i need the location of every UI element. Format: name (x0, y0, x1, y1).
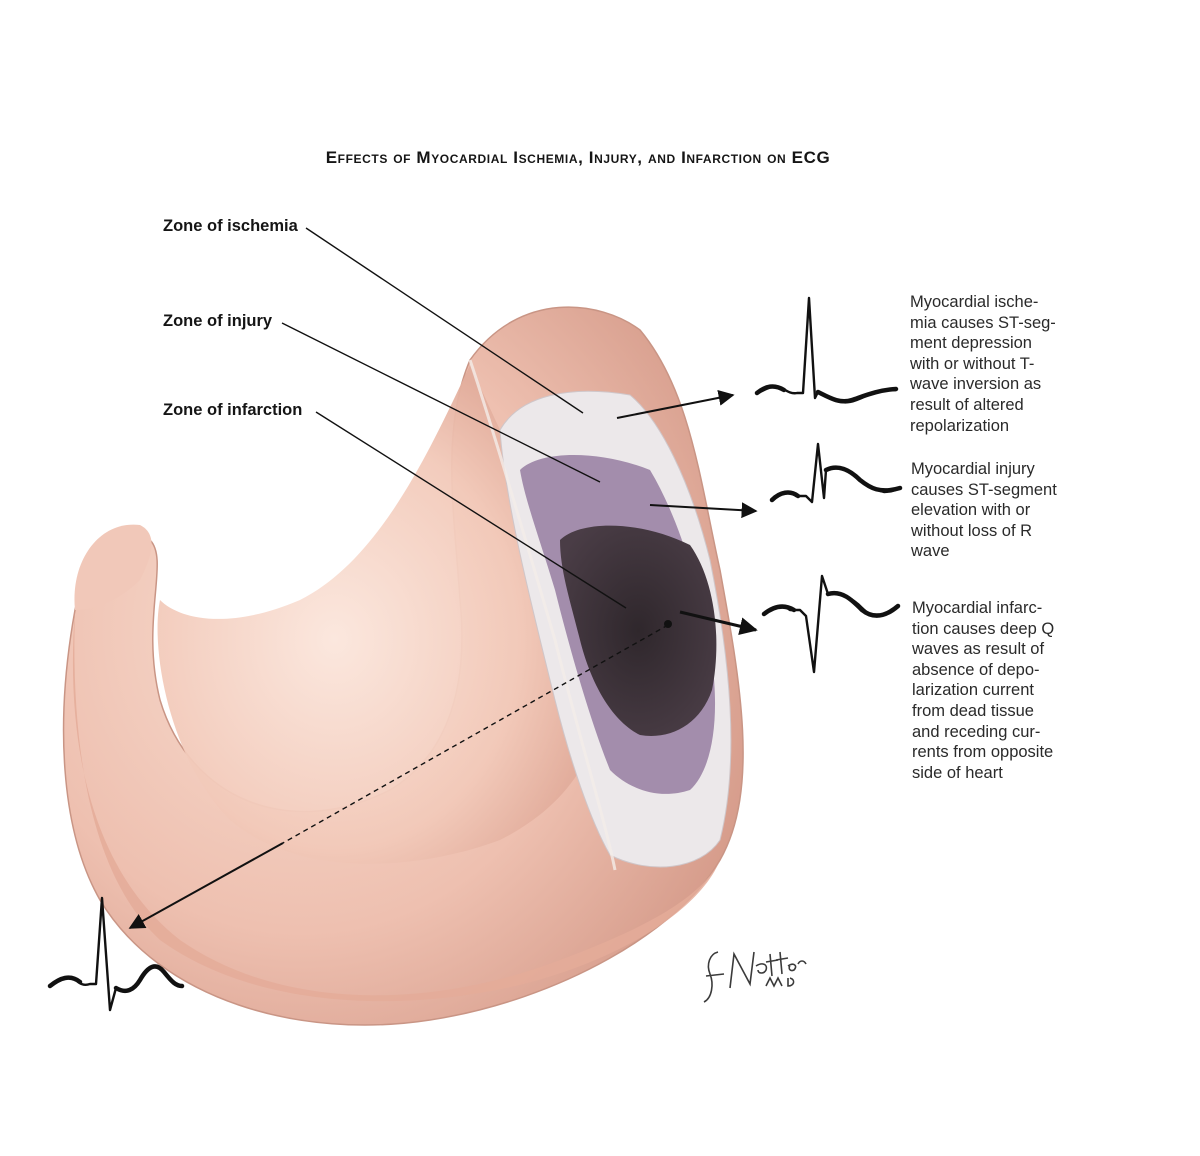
ecg-trace-infarction-bold (761, 590, 901, 618)
zone-to-ecg-arrows (128, 389, 758, 929)
ecg-trace-infarction (764, 574, 900, 674)
description-ischemia: Myocardial ische- mia causes ST-seg- men… (910, 293, 1056, 435)
figure-title: Effects of Myocardial Ischemia, Injury, … (325, 148, 831, 167)
myocardial-wall-illustration (62, 306, 744, 1026)
zone-label-infarction: Zone of infarction (163, 401, 303, 419)
infarction-zone-region (560, 525, 717, 736)
ecg-traces (47, 296, 903, 1012)
signature-n-stroke (729, 951, 755, 989)
injury-leader-line (281, 322, 601, 483)
infarction-ecg-arrow (679, 610, 758, 636)
zone-label-injury: Zone of injury (163, 312, 273, 330)
signature-md-stroke (765, 976, 795, 988)
infarction-center-dot (664, 620, 672, 628)
ischemia-leader-line (305, 227, 584, 414)
left-rim-cap (74, 524, 152, 610)
opposite-side-ecg-arrow (128, 842, 284, 929)
ischemia-ecg-arrow (616, 389, 735, 419)
zone-leader-lines (281, 227, 627, 609)
cut-edge-line (468, 359, 617, 871)
inner-cavity-surface (157, 365, 600, 864)
ecg-trace-ischemia-bold (754, 384, 899, 404)
opposite-side-dashed-line (282, 624, 669, 844)
injury-ecg-arrow (649, 502, 758, 519)
artist-signature (703, 951, 807, 1003)
description-injury: Myocardial injury causes ST-segment elev… (911, 460, 1057, 561)
signature-etter-stroke (755, 951, 807, 977)
ecg-trace-injury-bold (769, 465, 903, 503)
signature-f-stroke (703, 951, 725, 1003)
infarction-leader-line (315, 411, 627, 609)
zone-label-ischemia: Zone of ischemia (163, 217, 298, 235)
ecg-trace-opposite-side-bold (47, 964, 185, 993)
description-infarction: Myocardial infarc- tion causes deep Q wa… (912, 599, 1055, 782)
